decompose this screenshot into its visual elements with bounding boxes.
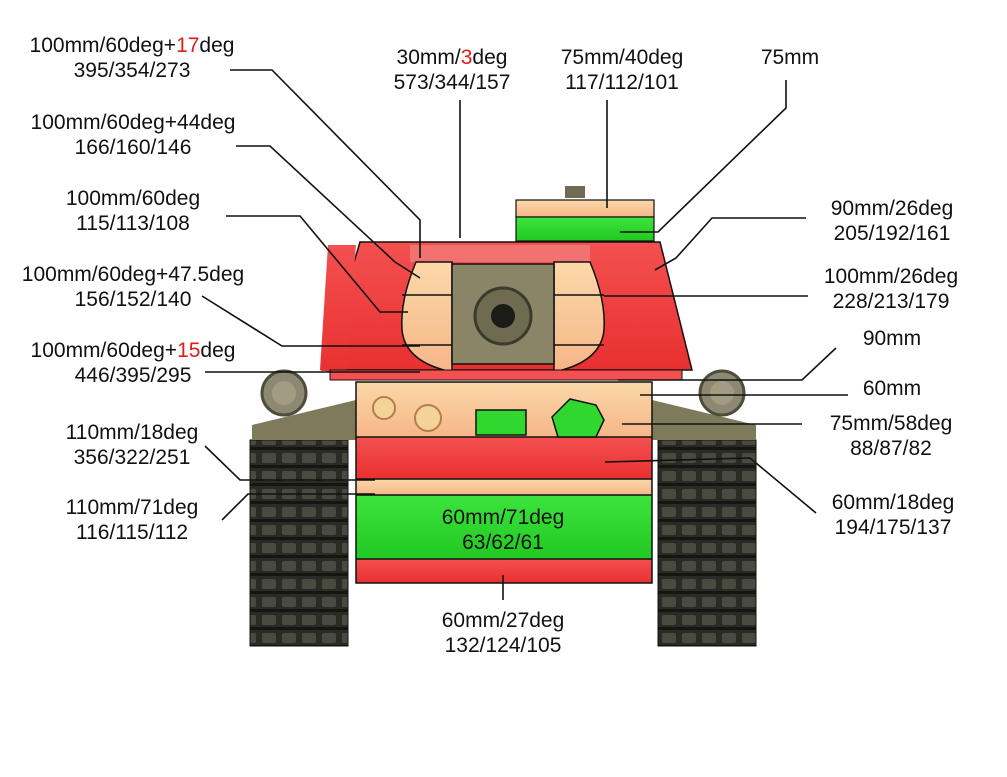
label-turret-top: 30mm/3deg 573/344/157 bbox=[393, 46, 511, 94]
mg-port bbox=[551, 398, 605, 438]
turret-top-strip bbox=[410, 245, 590, 262]
driver-hatch bbox=[475, 409, 527, 436]
headlight-icon bbox=[414, 404, 442, 432]
headlight-icon bbox=[372, 396, 396, 420]
cupola bbox=[515, 186, 655, 242]
label-turret-front-26: 100mm/26deg 228/213/179 bbox=[823, 265, 959, 313]
label-turret-front-60: 100mm/60deg 115/113/108 bbox=[65, 187, 201, 235]
label-turret-cheek-475: 100mm/60deg+47.5deg 156/152/140 bbox=[21, 263, 245, 311]
label-hull-joint-18: 110mm/18deg 356/322/251 bbox=[65, 421, 199, 469]
label-turret-cheek-44: 100mm/60deg+44deg 166/160/146 bbox=[30, 111, 236, 159]
label-cupola-front: 75mm/40deg 117/112/101 bbox=[560, 46, 684, 94]
label-turret-side-26: 90mm/26deg 205/192/161 bbox=[830, 197, 954, 245]
label-turret-ring: 90mm bbox=[862, 327, 922, 350]
label-cupola-side: 75mm bbox=[760, 46, 820, 69]
label-upper-plate: 75mm/58deg 88/87/82 bbox=[829, 412, 953, 460]
label-hull-top: 60mm bbox=[862, 377, 922, 400]
label-hull-110-71: 110mm/71deg 116/115/112 bbox=[65, 496, 199, 544]
bottom-plate bbox=[356, 559, 652, 583]
left-fender bbox=[252, 369, 356, 440]
turret-front-plate bbox=[320, 245, 356, 375]
cupola-side-strip bbox=[515, 216, 655, 242]
right-fender bbox=[652, 369, 756, 440]
label-bottom-plate: 60mm/27deg 132/124/105 bbox=[441, 609, 565, 657]
leader-lines bbox=[201, 69, 848, 600]
label-turret-roof-left: 100mm/60deg+17deg 395/354/273 bbox=[29, 34, 235, 82]
right-track bbox=[657, 439, 757, 647]
hull-red-band bbox=[356, 437, 652, 479]
label-lower-plate: 60mm/71deg 63/62/61 bbox=[441, 506, 565, 554]
label-hull-lower-joint: 60mm/18deg 194/175/137 bbox=[831, 491, 955, 539]
left-track bbox=[249, 439, 349, 647]
turret-ring-strip bbox=[329, 369, 683, 381]
hull-joint-plate bbox=[356, 479, 652, 495]
label-turret-lower-15: 100mm/60deg+15deg 446/395/295 bbox=[30, 339, 236, 387]
hull bbox=[355, 381, 653, 584]
lower-glacis-plate bbox=[356, 495, 652, 559]
turret bbox=[320, 241, 693, 381]
cupola-front-strip bbox=[515, 199, 655, 218]
